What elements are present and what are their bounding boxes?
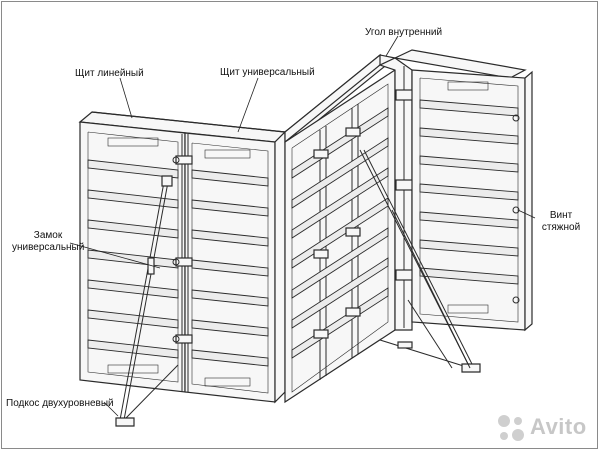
avito-logo-icon — [498, 415, 524, 441]
brace-foot — [115, 417, 135, 427]
label-shield-linear: Щит линейный — [75, 68, 144, 79]
tie-screw-icon — [512, 114, 520, 122]
label-lock-universal: Замок универсальный — [12, 230, 84, 254]
label-brace-two-level: Подкос двухуровневый — [6, 398, 114, 409]
label-pointers — [69, 35, 536, 417]
middle-wall — [284, 68, 396, 404]
left-wall — [78, 111, 287, 404]
label-lock-line1: Замок — [33, 230, 63, 241]
label-tie-screw: Винт стяжной — [538, 210, 584, 234]
lock-clamps — [172, 155, 193, 344]
watermark-text: Avito — [530, 414, 587, 439]
label-shield-universal: Щит универсальный — [220, 67, 315, 78]
braces — [115, 149, 481, 427]
inner-corner — [378, 57, 415, 331]
label-tie-line2: стяжной — [541, 222, 581, 233]
label-lock-line2: универсальный — [12, 242, 85, 253]
watermark: Avito — [494, 412, 594, 444]
label-inner-corner: Угол внутренний — [365, 27, 443, 38]
label-tie-line1: Винт — [549, 210, 573, 221]
right-wall — [393, 49, 533, 332]
